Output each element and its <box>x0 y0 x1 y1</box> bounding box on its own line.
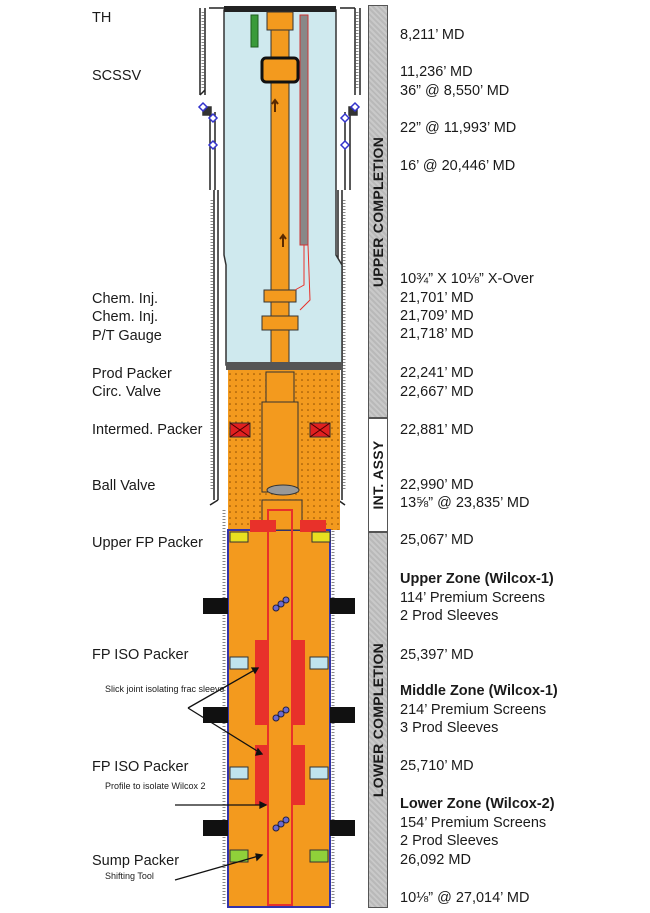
outer-casing-right <box>337 7 361 506</box>
intermed-packer <box>229 422 331 438</box>
wellhead-top <box>224 6 336 12</box>
prod-packer <box>226 362 342 370</box>
md-intermed-packer: 22,881’ MD <box>400 422 474 438</box>
lower-zone-sleeves: 2 Prod Sleeves <box>400 833 499 849</box>
label-scssv: SCSSV <box>92 68 142 84</box>
upper-zone-title: Upper Zone (Wilcox-1) <box>400 571 554 587</box>
casing-22: 22” @ 11,993’ MD <box>400 120 517 136</box>
label-fp-iso-packer-2: FP ISO Packer <box>92 759 189 775</box>
label-pt-gauge: P/T Gauge <box>92 328 162 344</box>
upper-fp-packer <box>229 531 331 543</box>
cement-dots <box>201 12 359 905</box>
label-sump-packer: Sump Packer <box>92 853 180 869</box>
casing-36: 36” @ 8,550’ MD <box>400 83 510 99</box>
section-label: LOWER COMPLETION <box>370 642 386 798</box>
md-scssv: 11,236’ MD <box>400 64 473 80</box>
inner-wash-pipe <box>255 509 305 906</box>
casing-16: 16’ @ 20,446’ MD <box>400 158 516 174</box>
md-sump: 26,092 MD <box>400 852 471 868</box>
sleeve-markers <box>272 596 290 832</box>
section-lower-completion: LOWER COMPLETION <box>368 532 388 908</box>
lower-zone-title: Lower Zone (Wilcox-2) <box>400 796 555 812</box>
upper-fp-packer-setting <box>250 520 326 532</box>
casing-hanger-markers <box>197 101 361 151</box>
middle-zone-title: Middle Zone (Wilcox-1) <box>400 683 558 699</box>
fp-iso-packers <box>229 656 329 780</box>
md-chem-inj-1: 21,701’ MD <box>400 290 474 306</box>
xover: 10¾” X 10⅛” X-Over <box>400 271 534 287</box>
md-pt-gauge: 21,718’ MD <box>400 326 474 342</box>
md-fp-iso-2: 25,710’ MD <box>400 758 474 774</box>
casing-10: 10⅛” @ 27,014’ MD <box>400 890 530 906</box>
label-chem-inj-1: Chem. Inj. <box>92 291 159 307</box>
md-circ-valve: 22,667’ MD <box>400 384 474 400</box>
label-ball-valve: Ball Valve <box>92 478 156 494</box>
upper-zone-sleeves: 2 Prod Sleeves <box>400 608 499 624</box>
control-line <box>294 244 311 311</box>
middle-zone-screens: 214’ Premium Screens <box>400 702 547 718</box>
annotation-arrows <box>174 667 268 881</box>
control-line-gauge <box>250 14 259 48</box>
md-fp-iso-1: 25,397’ MD <box>400 647 474 663</box>
md-ball-valve: 22,990’ MD <box>400 477 474 493</box>
label-slick-joint: Slick joint isolating frac sleeve <box>105 684 225 694</box>
middle-zone-sleeves: 3 Prod Sleeves <box>400 720 499 736</box>
sump-packer <box>229 849 329 863</box>
screen-fins <box>203 598 355 836</box>
label-chem-inj-2: Chem. Inj. <box>92 309 159 325</box>
lower-zone-screens: 154’ Premium Screens <box>400 815 547 831</box>
label-upper-fp-packer: Upper FP Packer <box>92 535 203 551</box>
label-prod-packer: Prod Packer <box>92 366 172 382</box>
scssv-body <box>260 56 300 84</box>
section-upper-completion: UPPER COMPLETION <box>368 5 388 418</box>
section-label: INT. ASSY <box>370 440 386 510</box>
label-fp-iso-packer-1: FP ISO Packer <box>92 647 189 663</box>
casing-13: 13⅝” @ 23,835’ MD <box>400 495 530 511</box>
label-profile: Profile to isolate Wilcox 2 <box>105 781 206 791</box>
label-intermed-packer: Intermed. Packer <box>92 422 203 438</box>
md-chem-inj-2: 21,709’ MD <box>400 308 474 324</box>
label-shifting-tool: Shifting Tool <box>105 871 154 881</box>
upper-zone-screens: 114’ Premium Screens <box>400 590 546 606</box>
section-int-assy: INT. ASSY <box>368 418 388 532</box>
md-upper-fp-packer: 25,067’ MD <box>400 532 474 548</box>
control-line-bar <box>299 14 309 246</box>
md-prod-packer: 22,241’ MD <box>400 365 474 381</box>
label-th: TH <box>92 10 112 26</box>
section-label: UPPER COMPLETION <box>370 136 386 287</box>
outer-casing-left <box>199 7 225 506</box>
md-th: 8,211’ MD <box>400 27 465 43</box>
label-circ-valve: Circ. Valve <box>92 384 162 400</box>
